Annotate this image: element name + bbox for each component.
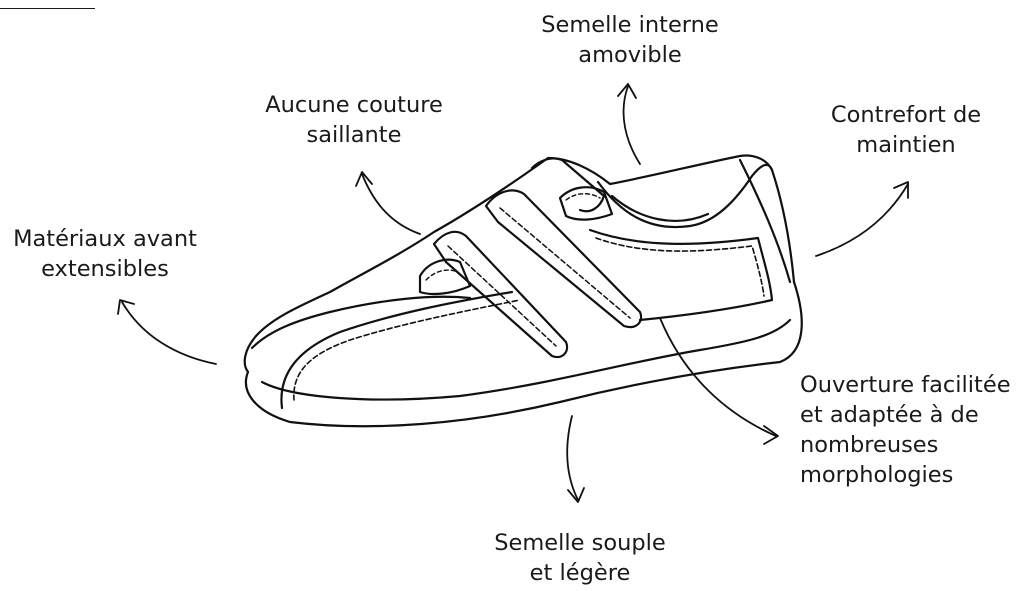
arrow-semelle-souple [567, 416, 578, 500]
tongue [532, 158, 604, 211]
arrow-materiaux [122, 302, 216, 364]
label-line: maintien [806, 130, 1006, 160]
label-line: extensibles [0, 254, 210, 284]
quarter-stitch [596, 238, 764, 296]
collar-inner [612, 196, 708, 221]
label-line: Semelle souple [480, 528, 680, 558]
label-semelle-souple: Semelle souple et légère [480, 528, 680, 588]
strap-loop-stitch [426, 270, 458, 280]
strap-back-stitch [500, 208, 630, 318]
upper-outline [245, 156, 794, 372]
shoe-drawing [245, 156, 802, 427]
label-line: et légère [480, 558, 680, 588]
label-materiaux: Matériaux avant extensibles [0, 224, 210, 284]
arrowhead-ouverture [764, 426, 778, 444]
label-line: nombreuses [800, 430, 1030, 460]
toe-seam [252, 297, 470, 348]
strap-ring [560, 187, 612, 219]
label-line: saillante [254, 120, 454, 150]
label-line: Contrefort de [806, 100, 1006, 130]
label-line: Semelle interne [530, 10, 730, 40]
arrow-semelle-interne [624, 86, 640, 164]
outsole [246, 282, 802, 426]
arrow-contrefort [816, 184, 908, 256]
strap-ring-stitch [566, 194, 600, 200]
label-line: amovible [530, 40, 730, 70]
label-aucune-couture: Aucune couture saillante [254, 90, 454, 150]
label-line: Ouverture facilitée [800, 370, 1030, 400]
label-line: Aucune couture [254, 90, 454, 120]
label-contrefort: Contrefort de maintien [806, 100, 1006, 160]
label-line: morphologies [800, 460, 1030, 490]
strap-front-stitch [448, 246, 556, 346]
label-semelle-interne: Semelle interne amovible [530, 10, 730, 70]
label-line: et adaptée à de [800, 400, 1030, 430]
vamp-stitch [294, 300, 520, 400]
label-ouverture: Ouverture facilitée et adaptée à de nomb… [800, 370, 1030, 490]
callout-arrows [118, 84, 908, 502]
label-line: Matériaux avant [0, 224, 210, 254]
